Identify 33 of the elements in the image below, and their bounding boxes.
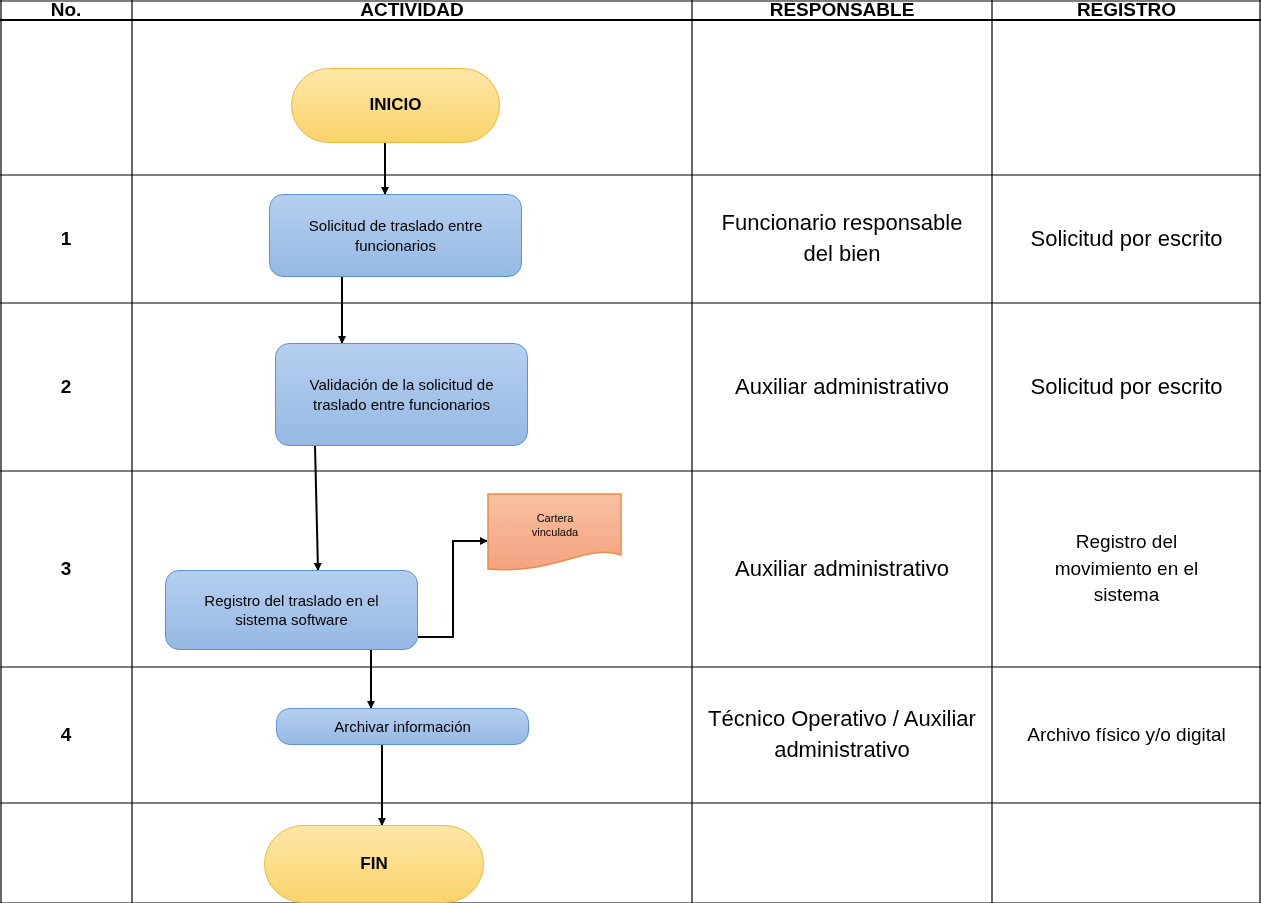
- row-number: 2: [60, 376, 72, 398]
- column-header: RESPONSABLE: [769, 0, 915, 21]
- column-header: No.: [50, 0, 82, 21]
- cell-text: Auxiliar administrativo: [734, 372, 950, 401]
- arrow: [417, 537, 488, 638]
- column-header: REGISTRO: [1076, 0, 1177, 21]
- node-label: Archivar información: [333, 716, 472, 737]
- process-box: [275, 343, 528, 446]
- process-box: [165, 570, 418, 650]
- row-number: 4: [60, 724, 72, 746]
- cell-text: Solicitud por escrito: [1029, 224, 1224, 253]
- node-label: FIN: [359, 852, 389, 875]
- node-label: INICIO: [368, 94, 423, 117]
- node-label: Validación de la solicitud de traslado entre funcionarios: [308, 375, 495, 414]
- node-label: Registro del traslado en el sistema software: [203, 590, 380, 630]
- row-number: 3: [60, 558, 72, 580]
- column-header: ACTIVIDAD: [360, 0, 464, 21]
- cell-text: Solicitud por escrito: [1029, 372, 1224, 401]
- node-label: Solicitud de traslado entre funcionarios: [307, 216, 484, 255]
- node-label: Cartera vinculada: [530, 511, 580, 540]
- cell-text: Registro del movimiento en el sistema: [1053, 530, 1200, 608]
- cell-text: Técnico Operativo / Auxiliar administrativo: [707, 705, 977, 764]
- process-box: [269, 194, 522, 277]
- row-number: 1: [60, 228, 72, 250]
- arrow: [338, 276, 346, 344]
- arrow: [367, 649, 375, 709]
- arrow: [378, 744, 386, 826]
- arrow: [381, 142, 389, 195]
- cell-text: Archivo físico y/o digital: [1026, 722, 1227, 747]
- cell-text: Funcionario responsable del bien: [720, 209, 964, 268]
- process-box: [276, 708, 529, 745]
- arrow: [313, 445, 322, 571]
- cell-text: Auxiliar administrativo: [734, 554, 950, 583]
